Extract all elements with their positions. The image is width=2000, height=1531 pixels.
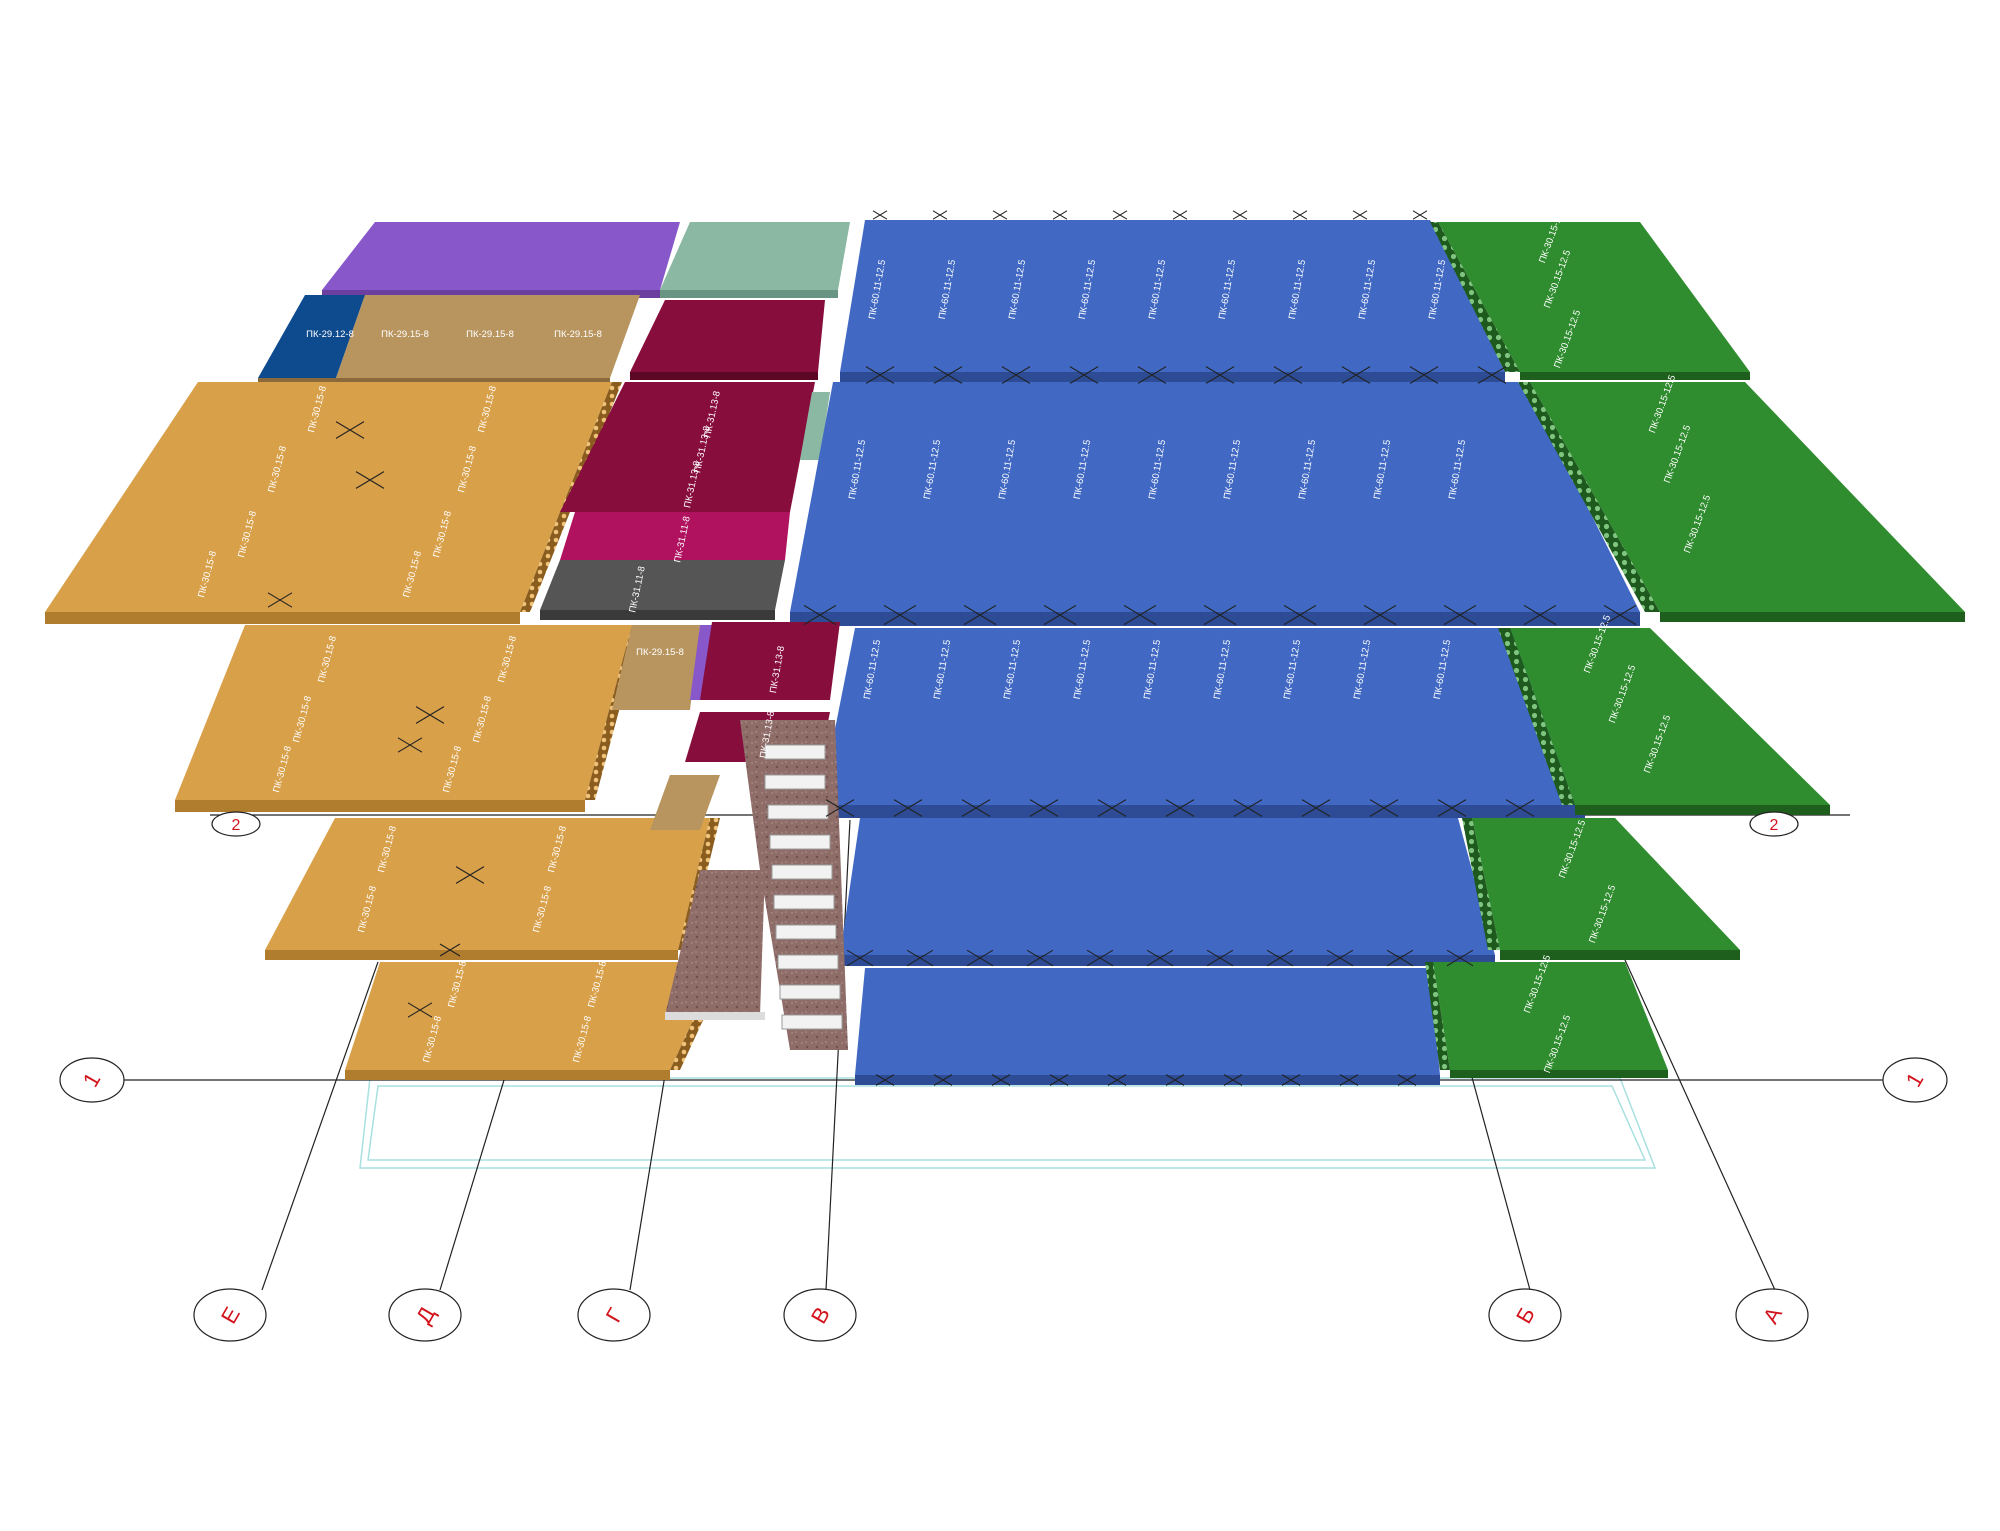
- slab-navy: [258, 295, 365, 378]
- axis-bubble-2-left: 2: [211, 811, 261, 837]
- slab-blue-lower: [820, 628, 1585, 818]
- slab-sage: [660, 222, 850, 298]
- slab-tan-left-1: [45, 382, 622, 624]
- slab-label: ПК-29.15-8: [381, 329, 429, 340]
- slab-label: ПК-29.15-8: [466, 329, 514, 340]
- slab-maroon-stack: [540, 382, 815, 620]
- slab-label: ПК-29.15-8: [554, 329, 602, 340]
- slab-tan-left-3: [265, 818, 720, 960]
- axis-bubble-Е: Е: [193, 1288, 267, 1342]
- slab-tan-light-2: [650, 775, 720, 830]
- slab-maroon-top: [630, 300, 825, 380]
- axis-bubble-1-left: 1: [59, 1057, 125, 1103]
- axis-bubble-Б: Б: [1488, 1288, 1562, 1342]
- slab-tan-left-2: [175, 625, 642, 812]
- foundation-outline: [359, 1077, 1657, 1169]
- slab-green-middle: [1518, 382, 1965, 622]
- axis-bubble-Д: Д: [388, 1288, 462, 1342]
- slab-label: ПК-29.15-8: [666, 767, 714, 778]
- axis-label: 2: [232, 817, 241, 834]
- anchor-ticks: [267, 210, 1637, 1086]
- slab-purple: [322, 222, 680, 298]
- slab-green-4: [1462, 818, 1740, 960]
- axis-label: 2: [1770, 817, 1779, 834]
- slab-blue-middle: [790, 382, 1640, 626]
- axis-bubble-А: А: [1735, 1288, 1809, 1342]
- axis-bubble-1-right: 1: [1882, 1057, 1948, 1103]
- slab-label: ПК-29.12-8: [306, 329, 354, 340]
- axis-bubbles: Е Д Г В Б А 1 1: [59, 811, 1948, 1342]
- slab-green-5: [1425, 962, 1668, 1078]
- slab-blue-5: [855, 968, 1440, 1085]
- stair-core: [665, 720, 848, 1050]
- slab-tan-left-4: [345, 962, 730, 1080]
- slab-label: ПК-29.15-8: [636, 647, 684, 658]
- axis-bubble-В: В: [783, 1288, 857, 1342]
- slab-tan-light-small: [612, 625, 700, 710]
- axis-bubble-2-right: 2: [1749, 811, 1799, 837]
- slab-blue-4: [840, 818, 1495, 966]
- slab-green-top: [1430, 222, 1750, 380]
- axis-bubble-Г: Г: [577, 1288, 651, 1342]
- slab-blue-top: [840, 220, 1505, 382]
